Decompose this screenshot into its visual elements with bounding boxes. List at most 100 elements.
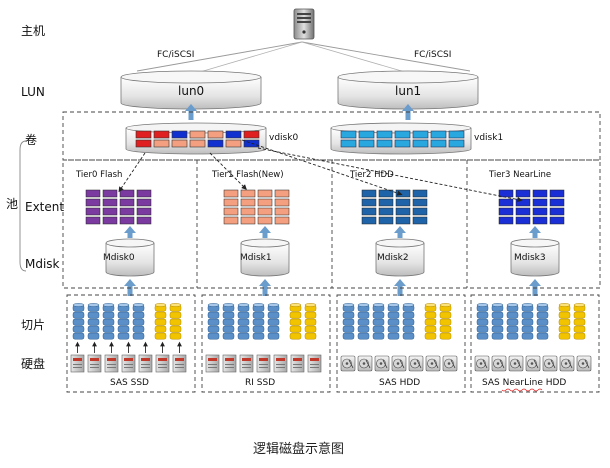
slice-top (387, 303, 400, 307)
slice-segment (222, 318, 235, 326)
slice-column (222, 303, 235, 340)
slice-segment (491, 325, 504, 333)
extent-block (378, 198, 394, 207)
vdisk1-name: vdisk1 (474, 133, 504, 143)
slice-segment (402, 311, 415, 319)
slice-segment (87, 311, 100, 319)
slice-top (342, 303, 355, 307)
extent-block (532, 198, 548, 207)
slice-column (491, 303, 504, 340)
slice-segment (252, 325, 265, 333)
tier3-disk-label: SAS NearLine HDD (482, 378, 567, 388)
mdisk-label: Mdisk (25, 257, 60, 271)
slice-top (267, 303, 280, 307)
tier1-disk-label: RI SSD (245, 378, 276, 388)
hdd-drive-icon (525, 355, 541, 372)
tier3-disk-box (470, 294, 600, 393)
lun1-cylinder (337, 70, 479, 110)
disk-label: 硬盘 (21, 357, 46, 371)
mdisk-cylinder (240, 238, 290, 277)
tier1-disk-box (201, 294, 331, 393)
vdisk0-cell (243, 130, 260, 139)
slice-column (476, 303, 489, 340)
extent-block (498, 198, 514, 207)
slice-segment (117, 332, 130, 340)
slice-segment (102, 318, 115, 326)
extent-block (378, 207, 394, 216)
extent-block (532, 207, 548, 216)
slice-top (558, 303, 571, 307)
ssd-drive-icon (307, 354, 322, 373)
slice-segment (267, 325, 280, 333)
slice-segment (558, 332, 571, 340)
slice-segment (424, 311, 437, 319)
ssd-drive-icon (205, 354, 220, 373)
slice-segment (476, 332, 489, 340)
slice-segment (476, 318, 489, 326)
pool-layer-box (62, 159, 601, 289)
slice-column (87, 303, 100, 340)
slice-segment (267, 318, 280, 326)
slice-segment (207, 311, 220, 319)
slice-segment (132, 325, 145, 333)
vdisk0-cell (171, 130, 188, 139)
slice-segment (387, 318, 400, 326)
slice-top (154, 303, 167, 307)
hdd-drive-icon (559, 355, 575, 372)
slice-segment (132, 318, 145, 326)
extent-block (257, 216, 273, 225)
extent-block (515, 207, 531, 216)
extent-block (412, 207, 428, 216)
slice-top (222, 303, 235, 307)
slice-segment (102, 311, 115, 319)
slice-segment (267, 332, 280, 340)
mapping-arrow (118, 152, 146, 193)
extent-block (498, 207, 514, 216)
tier0-name: Tier0 Flash (76, 170, 123, 180)
slice-top (207, 303, 220, 307)
extent-block (119, 207, 135, 216)
slice-top (439, 303, 452, 307)
vdisk0-cell (207, 139, 224, 148)
extent-block (136, 207, 152, 216)
extent-block (136, 198, 152, 207)
slice-segment (304, 325, 317, 333)
extent-block (119, 189, 135, 198)
slice-segment (402, 318, 415, 326)
tier1-name: Tier1 Flash(New) (212, 170, 284, 180)
mdisk1-name: Mdisk1 (240, 253, 272, 263)
slice-segment (169, 311, 182, 319)
slice-segment (72, 311, 85, 319)
extent-block (102, 216, 118, 225)
extent-block (223, 198, 239, 207)
slice-segment (237, 325, 250, 333)
slice-segment (117, 318, 130, 326)
up-arrow-icon (124, 226, 136, 238)
slice-segment (439, 332, 452, 340)
extent-block (223, 207, 239, 216)
slice-top (491, 303, 504, 307)
slice-segment (506, 325, 519, 333)
slice-column (117, 303, 130, 340)
hdd-drive-icon (474, 355, 490, 372)
slice-segment (521, 325, 534, 333)
vdisk0-cell (189, 130, 206, 139)
slice-segment (573, 318, 586, 326)
host-link-line (199, 41, 303, 73)
slice-top (169, 303, 182, 307)
vdisk1-cell (394, 139, 411, 148)
extent-block (549, 207, 565, 216)
slice-segment (207, 318, 220, 326)
slice-top (72, 303, 85, 307)
slice-segment (102, 332, 115, 340)
slice-segment (87, 325, 100, 333)
vdisk1-cell (376, 130, 393, 139)
slice-segment (222, 332, 235, 340)
slice-column (102, 303, 115, 340)
protocol-label-left: FC/iSCSI (157, 50, 195, 60)
slice-segment (357, 311, 370, 319)
slice-top (424, 303, 437, 307)
extent-block (85, 207, 101, 216)
